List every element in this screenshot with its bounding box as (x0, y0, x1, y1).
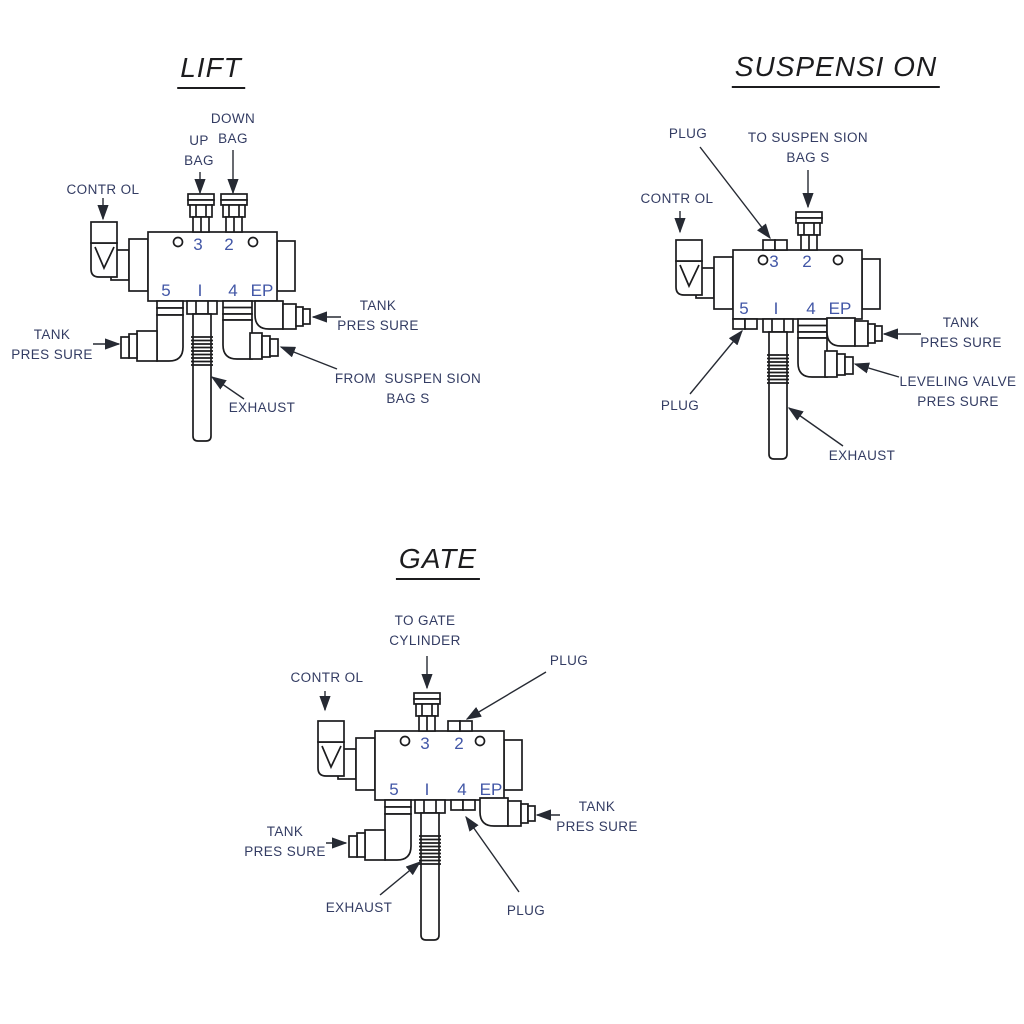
gate-to-cylinder-label: TO GATE CYLINDER (389, 613, 461, 648)
lift-port-3: 3 (193, 235, 202, 254)
gate-plug-top-label: PLUG (549, 653, 589, 668)
suspension-exhaust-tube (762, 318, 794, 460)
suspension-leveling-valve-label: LEVELING VALVE PRES SURE (899, 374, 1017, 409)
lift-title: LIFT (177, 52, 245, 89)
lift-exhaust-arrow (210, 376, 245, 400)
gate-port-5: 5 (389, 780, 398, 799)
suspension-port-ep: EP (829, 299, 852, 318)
gate-port-i: I (425, 780, 430, 799)
gate-port4-plug (450, 799, 476, 811)
suspension-to-bags-label: TO SUSPEN SION BAG S (747, 130, 869, 165)
suspension-plug-top-label: PLUG (668, 126, 708, 141)
suspension-leveling-arrow (853, 362, 900, 378)
suspension-plug-top-arrow (699, 146, 771, 240)
gate-plug-top-arrow (465, 671, 547, 720)
lift-exhaust-label: EXHAUST (228, 400, 296, 415)
suspension-port-i: I (774, 299, 779, 318)
gate-plug-bottom-arrow (465, 815, 520, 893)
gate-tank-pressure-right-label: TANK PRES SURE (556, 799, 638, 834)
gate-port2-plug (447, 720, 473, 732)
gate-port-3: 3 (420, 734, 429, 753)
lift-port3-fitting (187, 193, 215, 233)
gate-port5-elbow (348, 799, 412, 861)
gate-exhaust-label: EXHAUST (325, 900, 393, 915)
lift-from-suspension-bags-label: FROM SUSPEN SION BAG S (334, 371, 482, 406)
suspension-plug-bottom-label: PLUG (660, 398, 700, 413)
lift-control-solenoid (90, 221, 130, 281)
lift-port2-fitting (220, 193, 248, 233)
lift-port-2: 2 (224, 235, 233, 254)
lift-down-bag-label: DOWN BAG (210, 111, 256, 146)
suspension-control-solenoid (675, 239, 715, 299)
suspension-plug-bottom-arrow (689, 329, 743, 395)
lift-port-ep: EP (251, 281, 274, 300)
gate-title: GATE (395, 543, 481, 580)
gate-control-label: CONTR OL (290, 670, 364, 685)
gate-plug-bottom-label: PLUG (506, 903, 546, 918)
suspension-tank-pressure-label: TANK PRES SURE (920, 315, 1002, 350)
gate-port-2: 2 (454, 734, 463, 753)
lift-tank-pressure-right-label: TANK PRES SURE (337, 298, 419, 333)
lift-control-label: CONTR OL (66, 182, 140, 197)
suspension-port2-fitting (795, 211, 823, 251)
gate-ep-elbow (479, 797, 536, 827)
lift-valve-assembly: 3 2 5 I 4 EP (90, 150, 341, 442)
lift-exhaust-tube (186, 300, 218, 442)
lift-port-4: 4 (228, 281, 237, 300)
gate-port-4: 4 (457, 780, 466, 799)
lift-up-bag-label: UP BAG (184, 133, 214, 168)
suspension-port-3: 3 (769, 252, 778, 271)
suspension-port-2: 2 (802, 252, 811, 271)
suspension-port-4: 4 (806, 299, 815, 318)
suspension-exhaust-arrow (787, 407, 844, 447)
suspension-valve-assembly: 3 2 5 I 4 EP (674, 146, 921, 460)
lift-port5-elbow (120, 300, 184, 362)
lift-port-i: I (198, 281, 203, 300)
gate-tank-pressure-left-label: TANK PRES SURE (244, 824, 326, 859)
suspension-port5-plug (732, 318, 758, 330)
gate-port3-fitting (413, 692, 441, 732)
lift-tank-pressure-left-label: TANK PRES SURE (11, 327, 93, 362)
lift-ep-elbow (254, 300, 311, 330)
gate-control-solenoid (317, 720, 357, 780)
suspension-control-label: CONTR OL (640, 191, 714, 206)
gate-port-ep: EP (480, 780, 503, 799)
gate-valve-assembly: 3 2 5 I 4 EP (317, 656, 560, 941)
suspension-ep-elbow (826, 317, 883, 347)
gate-exhaust-tube (414, 799, 446, 941)
suspension-title: SUSPENSI ON (731, 51, 941, 88)
lift-from-suspension-arrow (279, 346, 338, 370)
suspension-port3-plug (762, 239, 788, 251)
suspension-exhaust-label: EXHAUST (828, 448, 896, 463)
suspension-port-5: 5 (739, 299, 748, 318)
gate-exhaust-arrow (379, 861, 422, 896)
lift-port-5: 5 (161, 281, 170, 300)
